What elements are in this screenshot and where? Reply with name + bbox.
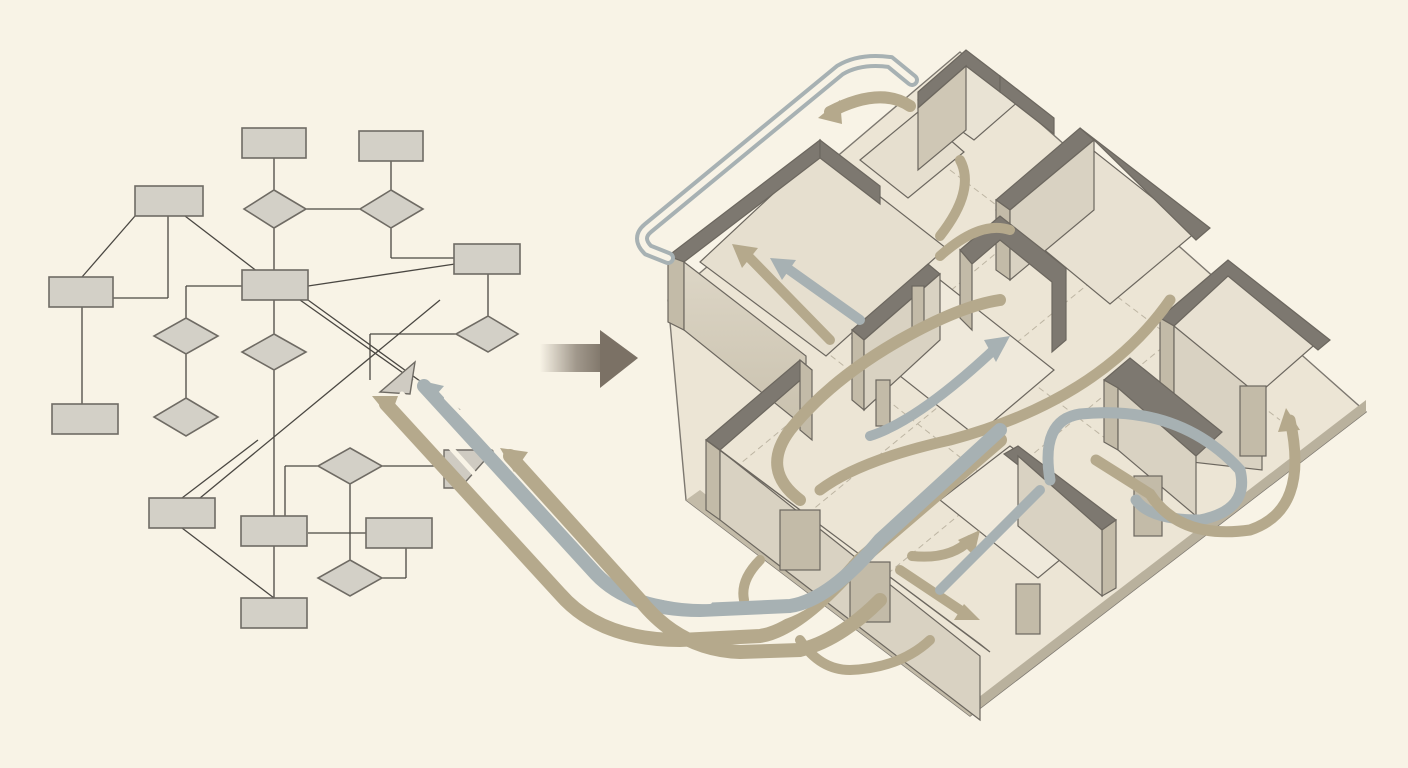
decision-node [240,333,308,371]
main-flow-bundle [372,379,1007,660]
decision-node [152,397,220,437]
flow-path [738,555,765,605]
process-node [148,497,216,529]
decision-node [358,189,425,229]
decision-node [152,317,220,355]
decision-node [316,447,384,485]
flow-path [865,339,1005,441]
process-node [453,243,521,275]
process-node [51,403,119,435]
decision-node [454,315,520,353]
floor-plan [372,49,1368,722]
flow-path [935,155,970,241]
process-node [358,130,424,162]
process-node [365,517,433,549]
flow-path [639,58,915,261]
outlet-triangle [378,360,416,395]
flow-path [814,294,1176,496]
process-node [241,269,309,301]
decision-node [242,189,308,229]
process-node [48,276,114,308]
flowchart-process-nodes [48,127,521,629]
process-node [241,127,307,159]
floor-plan-flows [635,54,1301,676]
flowchart [48,127,521,629]
process-node [134,185,204,217]
flow-path [795,635,935,676]
flowchart-decision-nodes [152,189,520,597]
flow-path [779,261,865,325]
process-node [240,515,308,547]
flow-path [444,396,712,605]
flow-path [739,247,835,345]
flow-path [895,565,971,619]
flow-path [1090,414,1301,538]
flow-path [503,449,887,660]
decision-node [316,559,384,597]
flow-path [417,379,1007,618]
flow-path [935,222,1015,261]
room [859,49,1055,199]
transform-arrow [540,330,638,388]
flow-path [771,294,1006,506]
process-node [240,597,308,629]
flow-path [935,485,1045,595]
floor-plan-rooms [666,49,1331,722]
